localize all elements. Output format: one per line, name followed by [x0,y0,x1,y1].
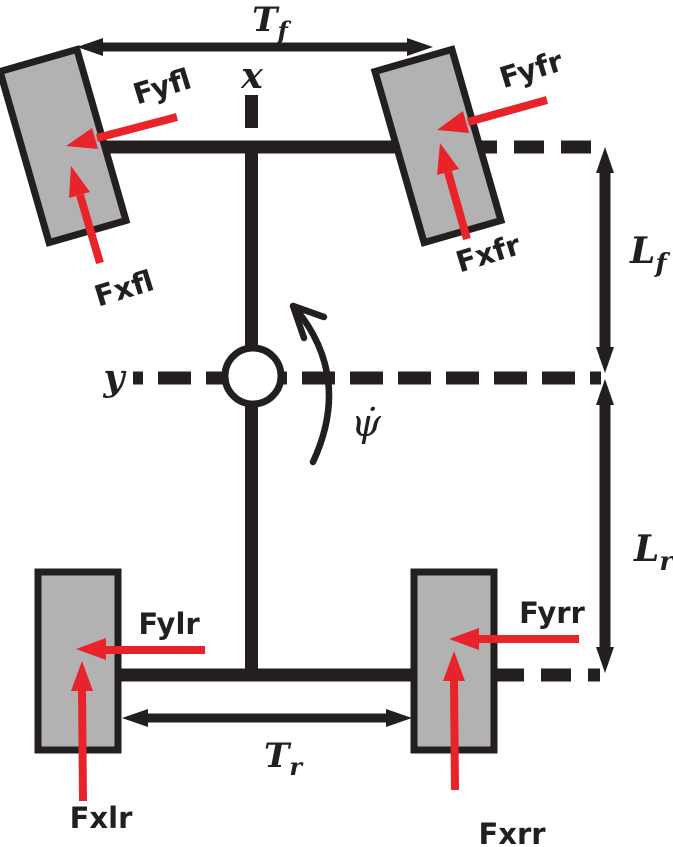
center-of-gravity-marker [221,344,285,408]
track-front-arrowhead-left [77,38,103,56]
x-axis-label: x [240,55,263,97]
force-arrow-fxfr [437,143,471,241]
force-label-fylr: Fylr [138,607,200,641]
yaw-rate-label: ψ̇ [351,401,382,445]
force-label-fxlr: Fxlr [70,801,133,835]
length-rear-arrowhead-bottom [596,647,614,673]
force-label-fyrr: Fyrr [519,596,585,630]
length-rear-arrowhead-top [596,379,614,405]
force-label-fyfl: Fyfl [129,62,195,112]
force-arrow-fyfr [437,96,549,133]
force-label-fyfr: Fyfr [495,44,567,95]
length-front-arrowhead-bottom [596,347,614,373]
track-front-label: Tf [252,0,291,45]
yaw-rate-arrowhead [289,302,328,342]
force-arrow-fylr [76,638,205,660]
track-rear-label: Tr [264,736,304,781]
track-rear-arrowhead-right [386,709,412,727]
force-label-fxfl: Fxfl [90,263,157,313]
length-front-arrowhead-top [596,147,614,173]
track-front-arrowhead-right [407,38,433,56]
yaw-rate-arc [292,305,333,466]
length-front-label: Lf [629,230,670,279]
front-left-wheel [0,45,131,247]
force-label-fxrr: Fxrr [478,817,546,847]
y-axis-label: y [103,357,127,399]
front-right-wheel [370,45,506,247]
force-arrow-fxfl [69,166,104,265]
track-rear-arrowhead-left [122,709,148,727]
rear-left-wheel [34,568,122,754]
force-arrow-fxrr [443,651,465,791]
force-arrow-fyrr [449,628,579,650]
length-rear-label: Lr [633,528,673,577]
force-arrow-fxlr [71,661,93,802]
force-arrow-fyfl [66,113,179,149]
